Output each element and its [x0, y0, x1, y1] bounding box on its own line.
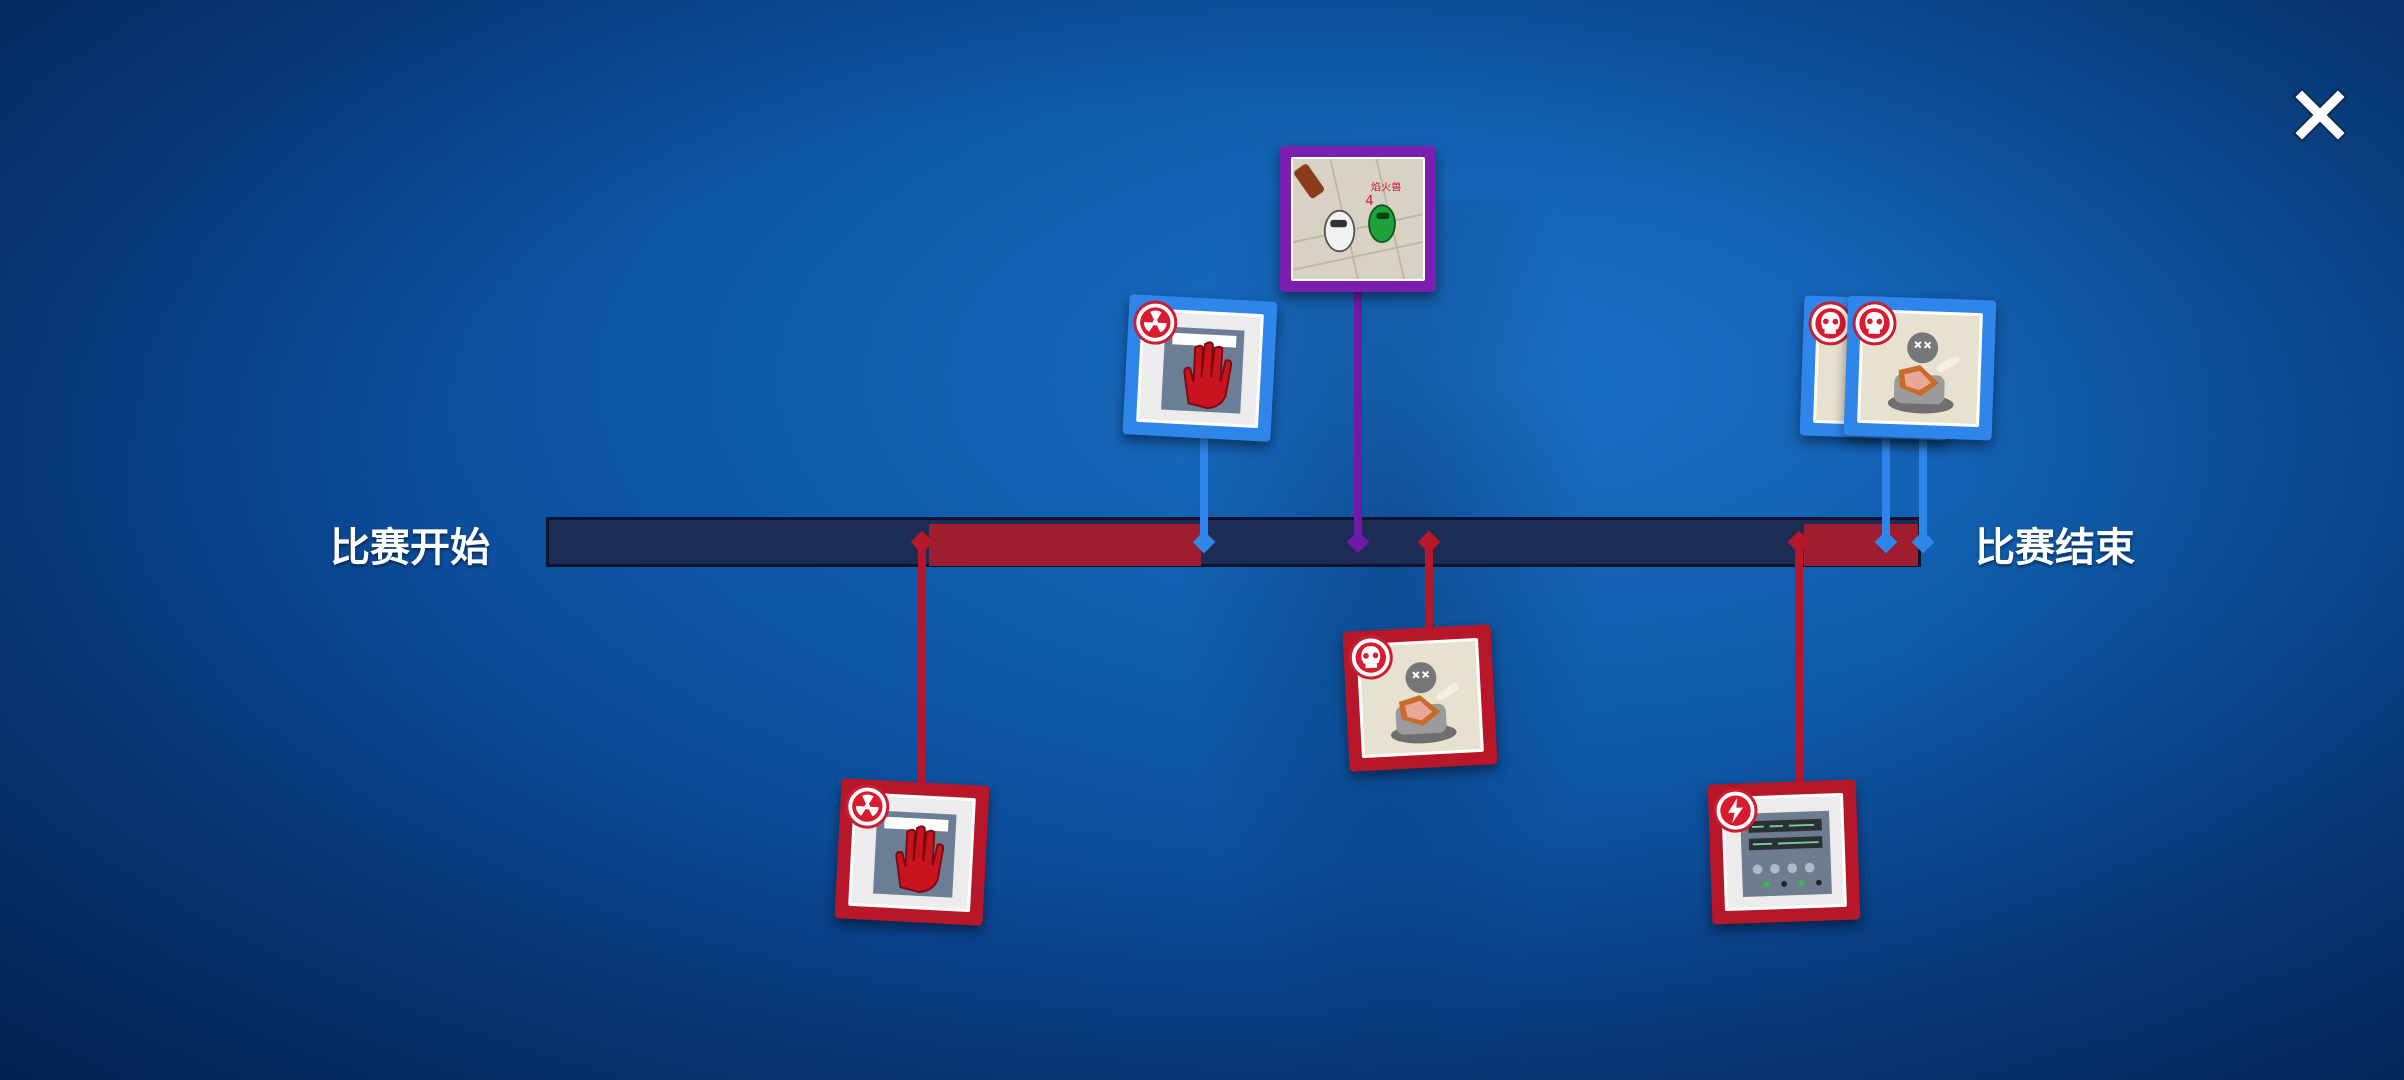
skull-icon — [1851, 300, 1898, 347]
event-stem — [1919, 430, 1927, 542]
dead-robot-icon — [1390, 662, 1459, 744]
timeline-segment-red — [1804, 524, 1918, 566]
skull-icon — [1347, 634, 1394, 681]
timeline-segment-red — [929, 524, 1201, 566]
close-button[interactable] — [2280, 75, 2360, 155]
event-card[interactable] — [1799, 295, 1953, 441]
event-card[interactable] — [1122, 294, 1278, 442]
radiation-icon — [1132, 299, 1179, 346]
event-card[interactable] — [1707, 779, 1861, 925]
radiation-icon — [844, 783, 891, 830]
timeline-bar — [546, 517, 1921, 567]
event-card[interactable]: 焰火兽 4 — [1280, 146, 1436, 292]
skull-icon — [1807, 300, 1854, 347]
event-stem — [918, 540, 926, 785]
dead-robot-icon — [1887, 332, 1960, 414]
close-icon — [2292, 87, 2348, 143]
event-stem — [1200, 430, 1208, 542]
crewmate-scene-icon: 焰火兽 4 — [1293, 159, 1423, 279]
event-stem — [1882, 430, 1890, 542]
control-panel-icon — [1740, 810, 1832, 897]
scene-caption: 焰火兽 — [1371, 180, 1401, 193]
hand-stop-icon — [873, 810, 957, 898]
event-card[interactable] — [1342, 624, 1498, 772]
event-stem — [1425, 540, 1433, 630]
event-card[interactable] — [1843, 295, 1997, 441]
match-end-label: 比赛结束 — [1975, 525, 2135, 571]
event-card[interactable] — [834, 778, 990, 926]
event-stem — [1354, 285, 1362, 543]
svg-text:4: 4 — [1365, 194, 1373, 209]
lightning-icon — [1712, 787, 1759, 834]
match-start-label: 比赛开始 — [330, 525, 490, 571]
event-stem — [1795, 540, 1803, 785]
hand-stop-icon — [1161, 326, 1245, 414]
